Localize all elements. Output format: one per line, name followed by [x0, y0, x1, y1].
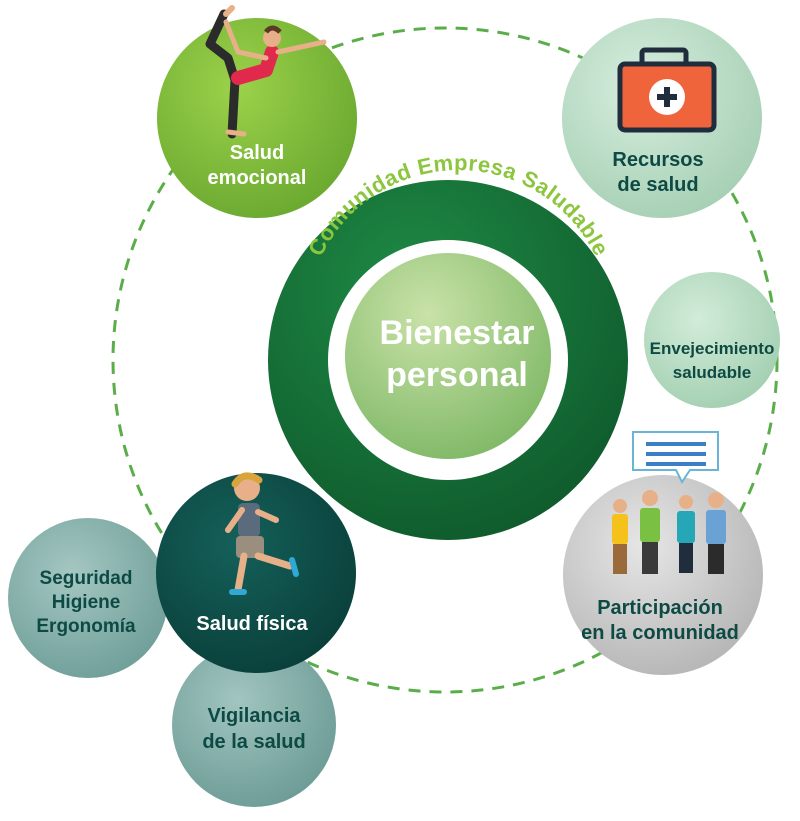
label-salud-fisica: Salud física: [196, 613, 308, 635]
node-salud-fisica: Salud física: [156, 472, 356, 673]
core-title-line1: Bienestar: [380, 314, 535, 352]
first-aid-kit-icon: [617, 47, 717, 133]
label-seguridad-2: Higiene: [52, 592, 121, 613]
label-vigilancia-1: Vigilancia: [207, 705, 301, 727]
core-circle: [345, 253, 551, 459]
node-envejecimiento-saludable: Envejecimiento saludable: [644, 272, 780, 408]
running-person-icon: [225, 472, 299, 595]
label-recursos-1: Recursos: [612, 149, 703, 171]
label-salud-emocional-1: Salud: [230, 142, 284, 164]
people-with-speech-bubble-icon: [612, 431, 726, 574]
central-ring: Comunidad Empresa Saludable Bienestar pe…: [268, 150, 628, 540]
label-participacion-1: Participación: [597, 597, 723, 619]
label-seguridad-1: Seguridad: [40, 568, 133, 589]
label-envejecimiento-1: Envejecimiento: [650, 339, 775, 358]
core-title-line2: personal: [386, 356, 528, 394]
node-vigilancia-de-la-salud: Vigilancia de la salud: [172, 643, 336, 807]
label-participacion-2: en la comunidad: [581, 622, 739, 644]
node-salud-emocional: Salud emocional: [157, 5, 357, 218]
label-envejecimiento-2: saludable: [673, 363, 751, 382]
label-salud-emocional-2: emocional: [208, 167, 307, 189]
yoga-pose-icon: [205, 5, 327, 139]
node-participacion: Participación en la comunidad: [563, 431, 763, 675]
label-seguridad-3: Ergonomía: [36, 616, 136, 637]
node-recursos-de-salud: Recursos de salud: [562, 18, 762, 218]
label-vigilancia-2: de la salud: [202, 731, 305, 753]
dashed-orbit: [111, 26, 779, 694]
label-recursos-2: de salud: [617, 174, 698, 196]
node-seguridad-higiene-ergonomia: Seguridad Higiene Ergonomía: [8, 518, 168, 678]
